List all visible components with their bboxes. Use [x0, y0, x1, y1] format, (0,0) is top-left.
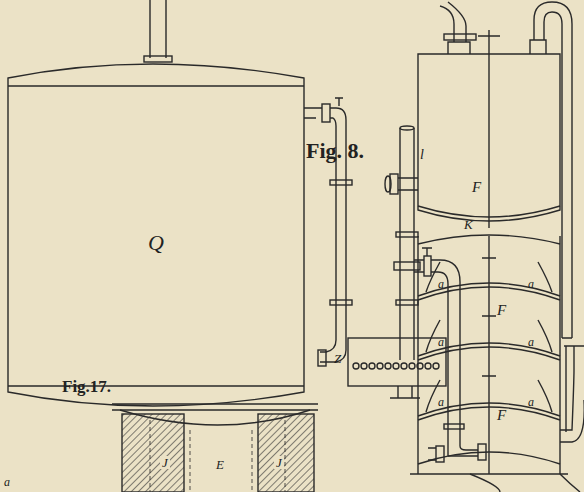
part-letter: F	[472, 180, 481, 195]
part-letter: Z	[334, 352, 341, 365]
part-letter: a	[528, 336, 534, 348]
part-letter: Q	[148, 232, 164, 254]
part-letter: a	[528, 396, 534, 408]
part-letter: J	[160, 456, 170, 469]
part-letter: K	[464, 218, 473, 231]
part-letter: J	[274, 456, 284, 469]
part-letter: a	[4, 476, 10, 488]
part-letter: l	[420, 148, 424, 162]
part-letter: a	[438, 396, 444, 408]
part-letter: a	[528, 278, 534, 290]
part-letter: a	[438, 336, 444, 348]
figure-caption: Fig. 8.	[306, 140, 364, 162]
figure-caption: Fig.17.	[62, 378, 111, 395]
part-letter: F	[497, 408, 506, 423]
part-letter: E	[214, 458, 226, 471]
part-letter: F	[497, 303, 506, 318]
part-letter: a	[438, 278, 444, 290]
